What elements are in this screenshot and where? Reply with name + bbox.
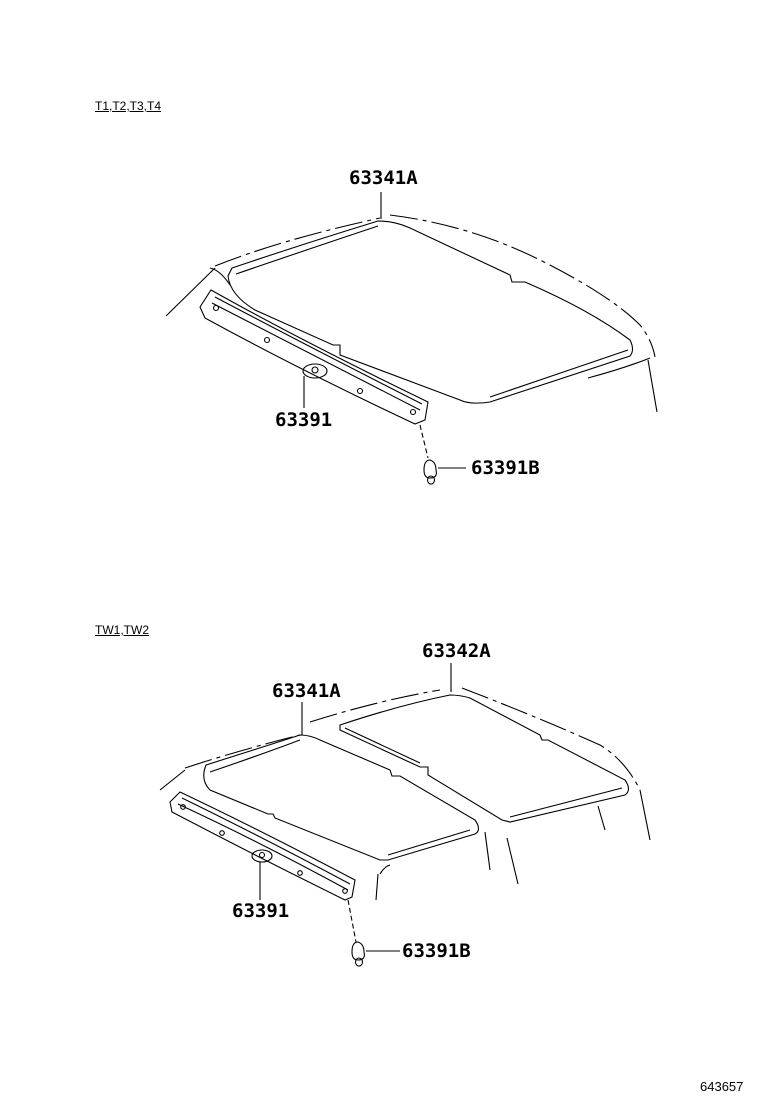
part-label-63342a-bottom[interactable]: 63342A bbox=[422, 640, 491, 662]
roof-assembly-bottom bbox=[159, 663, 651, 967]
part-label-63391-top[interactable]: 63391 bbox=[275, 409, 333, 431]
part-label-63391-bottom[interactable]: 63391 bbox=[232, 900, 290, 922]
part-label-63391b-bottom[interactable]: 63391B bbox=[402, 940, 471, 962]
roof-assembly-top bbox=[165, 192, 658, 485]
part-label-63341a-top[interactable]: 63341A bbox=[349, 167, 418, 189]
variant-label-bottom: TW1,TW2 bbox=[95, 623, 149, 637]
diagram-reference-number: 643657 bbox=[700, 1079, 744, 1094]
part-label-63341a-bottom[interactable]: 63341A bbox=[272, 680, 341, 702]
part-label-63391b-top[interactable]: 63391B bbox=[471, 457, 540, 479]
variant-label-top: T1,T2,T3,T4 bbox=[95, 99, 162, 113]
